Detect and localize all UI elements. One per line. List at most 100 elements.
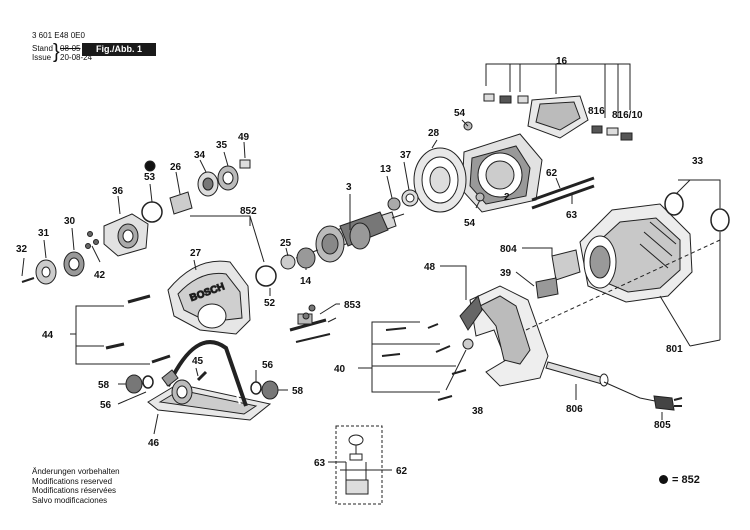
label-44: 44 <box>42 330 54 341</box>
blade-guard-part <box>167 260 251 335</box>
part-labels: 16 816 816/10 54 28 37 13 3 2 54 62 63 3… <box>16 56 704 477</box>
label-42: 42 <box>94 270 106 281</box>
screw-32 <box>21 277 35 283</box>
ring-13 <box>387 197 401 211</box>
label-33: 33 <box>692 156 704 167</box>
motor-housing-part <box>579 203 693 303</box>
brush-holder-assembly <box>483 63 633 141</box>
washer-56a <box>142 375 154 389</box>
label-36: 36 <box>112 186 124 197</box>
label-63-wiring: 63 <box>314 458 326 469</box>
label-27: 27 <box>190 248 202 259</box>
label-62: 62 <box>546 168 558 179</box>
power-cable <box>603 381 661 403</box>
label-28: 28 <box>428 128 440 139</box>
label-56-right: 56 <box>262 360 274 371</box>
label-58-left: 58 <box>98 380 110 391</box>
dot-icon <box>659 475 668 484</box>
label-38: 38 <box>472 406 484 417</box>
brace-icon: } <box>53 41 60 63</box>
label-3: 3 <box>346 182 352 193</box>
label-25: 25 <box>280 238 292 249</box>
label-852: 852 <box>240 206 257 217</box>
label-49: 49 <box>238 132 250 143</box>
cover-33b <box>710 208 730 232</box>
label-54-bottom: 54 <box>464 218 476 229</box>
note-en: Modifications reserved <box>32 476 113 486</box>
bearing-49 <box>239 159 251 169</box>
screws-40 <box>358 321 467 401</box>
strip-63 <box>531 184 595 210</box>
pin-45 <box>196 370 208 382</box>
label-63: 63 <box>566 210 578 221</box>
label-801: 801 <box>666 344 683 355</box>
note-de: Änderungen vorbehalten <box>32 467 120 476</box>
switch-804 <box>551 249 581 281</box>
bolt-44b <box>105 342 125 350</box>
fan-part <box>413 147 467 213</box>
label-30: 30 <box>64 216 76 227</box>
base-plate-part <box>147 340 272 421</box>
label-26: 26 <box>170 162 182 173</box>
label-62-wiring: 62 <box>396 466 408 477</box>
bolt-44c <box>151 354 171 364</box>
label-805: 805 <box>654 420 671 431</box>
legend-text: = 852 <box>672 474 700 486</box>
armature-part <box>295 211 405 263</box>
label-40: 40 <box>334 364 346 375</box>
washer-56b <box>250 381 262 395</box>
cable-guard-806 <box>545 361 605 385</box>
footer-notes: Änderungen vorbehalten Modifications res… <box>32 467 120 505</box>
stand-label: Stand <box>32 44 53 53</box>
label-816-10: 816/10 <box>612 110 643 121</box>
label-48: 48 <box>424 262 436 273</box>
shaft-26 <box>169 191 193 215</box>
issue-label: Issue <box>32 53 52 62</box>
ring-52 <box>255 265 277 287</box>
label-34: 34 <box>194 150 206 161</box>
label-54-top: 54 <box>454 108 466 119</box>
figure-label: Fig./Abb. 1 <box>82 43 156 56</box>
note-fr: Modifications réservées <box>32 486 117 495</box>
ring-53 <box>141 201 163 223</box>
knob-58b <box>261 380 279 400</box>
switch-39 <box>535 277 559 299</box>
label-31: 31 <box>38 228 50 239</box>
label-52: 52 <box>264 298 276 309</box>
label-806: 806 <box>566 404 583 415</box>
label-53: 53 <box>144 172 156 183</box>
wiring-diagram <box>328 425 392 505</box>
note-es: Salvo modificaciones <box>32 495 108 505</box>
lever-assembly-853 <box>289 304 331 343</box>
bolt-44a <box>127 294 151 304</box>
label-39: 39 <box>500 268 512 279</box>
label-37: 37 <box>400 150 412 161</box>
label-14: 14 <box>300 276 312 287</box>
stator-part <box>461 133 543 213</box>
label-13: 13 <box>380 164 392 175</box>
label-35: 35 <box>216 140 228 151</box>
bearing-25 <box>280 254 296 270</box>
label-853: 853 <box>344 300 361 311</box>
handle-housing-part <box>459 285 549 387</box>
cover-33a <box>664 192 684 216</box>
screw-54-bottom <box>475 192 485 202</box>
label-45: 45 <box>192 356 204 367</box>
label-16: 16 <box>556 56 568 67</box>
strip-62 <box>531 176 595 202</box>
dot-marker <box>144 160 156 172</box>
label-46: 46 <box>148 438 160 449</box>
part-number: 3 601 E48 0E0 <box>32 31 85 40</box>
plug-805 <box>653 395 675 411</box>
label-32: 32 <box>16 244 28 255</box>
pinion-14 <box>296 247 316 269</box>
label-58-right: 58 <box>292 386 304 397</box>
label-804: 804 <box>500 244 517 255</box>
gear-housing-36 <box>103 213 149 257</box>
label-816: 816 <box>588 106 605 117</box>
label-2: 2 <box>504 192 510 203</box>
legend: = 852 <box>659 474 700 486</box>
label-56-left: 56 <box>100 400 112 411</box>
stand-value: 08-05 <box>60 44 81 53</box>
